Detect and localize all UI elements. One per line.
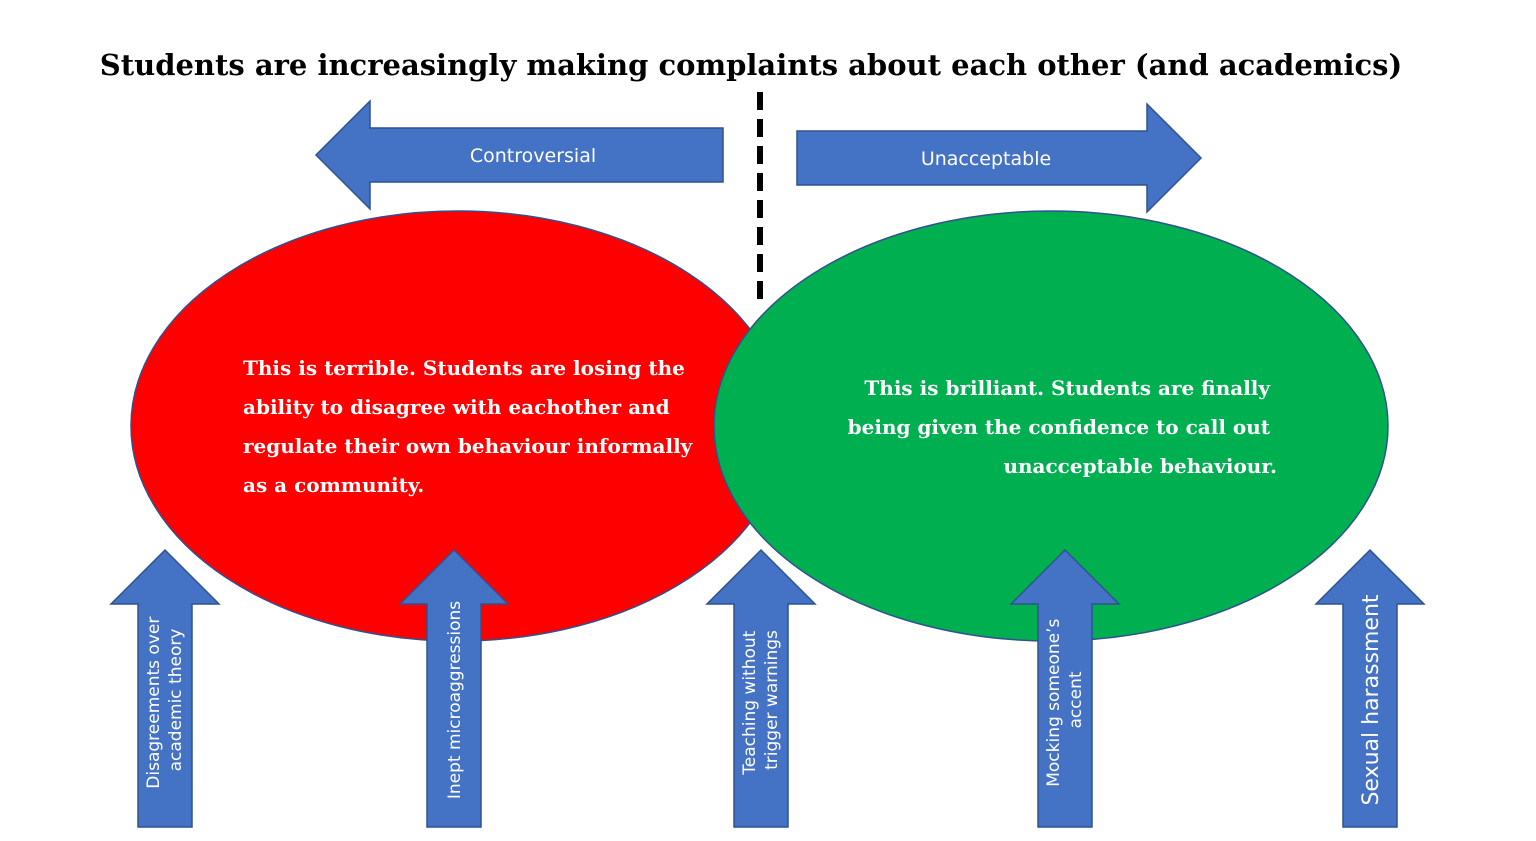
up-arrow-label: Mocking someone’s [1044, 618, 1064, 786]
svg-text:Mocking someone’s accent: Mocking someone’s accent [1044, 613, 1086, 787]
up-arrow-microaggressions: Inept microaggressions [398, 548, 510, 828]
up-arrow-mocking-accent: Mocking someone’s accent [1009, 548, 1121, 828]
unacceptable-bubble-text: This is brilliant. Students are finally … [848, 376, 1277, 478]
controversial-label: Controversial [470, 145, 596, 167]
bubble-line: ability to disagree with eachother and [243, 395, 670, 419]
up-arrow-label: accent [1066, 671, 1086, 728]
svg-text:Disagreements over acade: Disagreements over academic theory [144, 611, 186, 788]
unacceptable-arrow: Unacceptable [796, 102, 1203, 214]
up-arrow-disagreements: Disagreements over academic theory [109, 548, 221, 828]
svg-text:Inept microaggressions: Inept microaggressions [445, 601, 465, 799]
unacceptable-bubble: This is brilliant. Students are finally … [713, 210, 1389, 642]
diagram-title: Students are increasingly making complai… [100, 48, 1402, 82]
bubble-line: This is terrible. Students are losing th… [243, 356, 685, 380]
svg-text:Teaching without trigger: Teaching without trigger warnings [740, 625, 782, 776]
up-arrow-label: Sexual harassment [1359, 594, 1384, 805]
up-arrow-label: Disagreements over [144, 617, 164, 789]
bubble-line: regulate their own behaviour informally [243, 434, 694, 458]
up-arrow-trigger-warnings: Teaching without trigger warnings [705, 548, 817, 828]
bubble-line: unacceptable behaviour. [1003, 454, 1277, 478]
up-arrow-label: Inept microaggressions [445, 601, 465, 799]
bubble-line: as a community. [243, 473, 424, 497]
bubble-line: This is brilliant. Students are finally [864, 376, 1271, 400]
up-arrow-label: academic theory [166, 629, 186, 772]
controversial-bubble: This is terrible. Students are losing th… [130, 210, 786, 642]
controversial-arrow: Controversial [314, 99, 724, 211]
up-arrow-label: Teaching without [740, 630, 760, 775]
bubble-line: being given the confidence to call out [848, 415, 1271, 439]
up-arrow-label: trigger warnings [762, 630, 782, 770]
controversial-bubble-text: This is terrible. Students are losing th… [243, 356, 699, 497]
unacceptable-label: Unacceptable [921, 148, 1051, 170]
svg-text:Sexual harassment: Sexual harassment [1359, 594, 1384, 805]
up-arrow-sexual-harassment: Sexual harassment [1314, 548, 1426, 828]
